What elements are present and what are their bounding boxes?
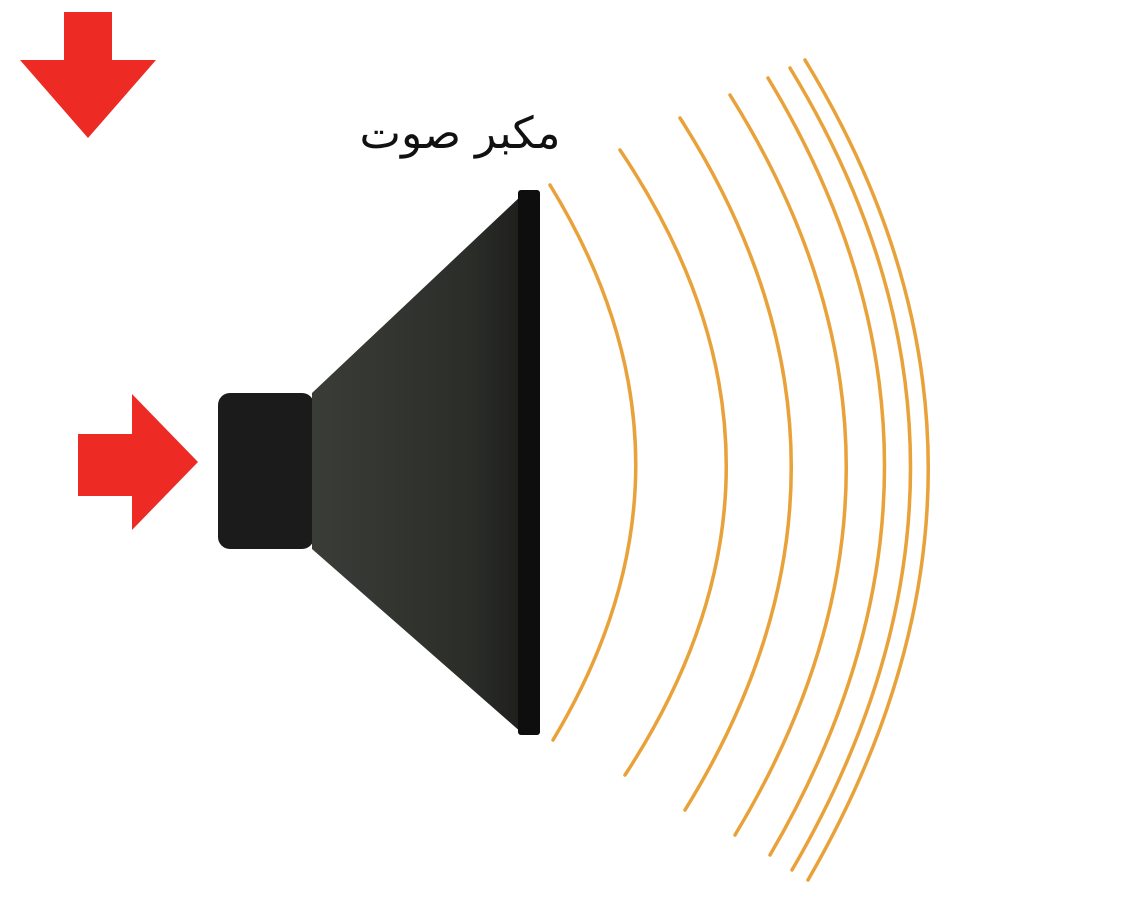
speaker-rim (518, 190, 540, 735)
sound-waves (550, 60, 928, 880)
sound-wave (730, 95, 846, 835)
speaker-cone (312, 195, 538, 733)
sound-wave (550, 185, 636, 740)
speaker-label: مكبر صوت (340, 108, 580, 159)
sound-wave (790, 68, 911, 870)
arrow-down-icon (20, 12, 156, 138)
arrow-right-icon (78, 394, 198, 530)
sound-wave (680, 118, 791, 810)
speaker-magnet (218, 393, 314, 549)
